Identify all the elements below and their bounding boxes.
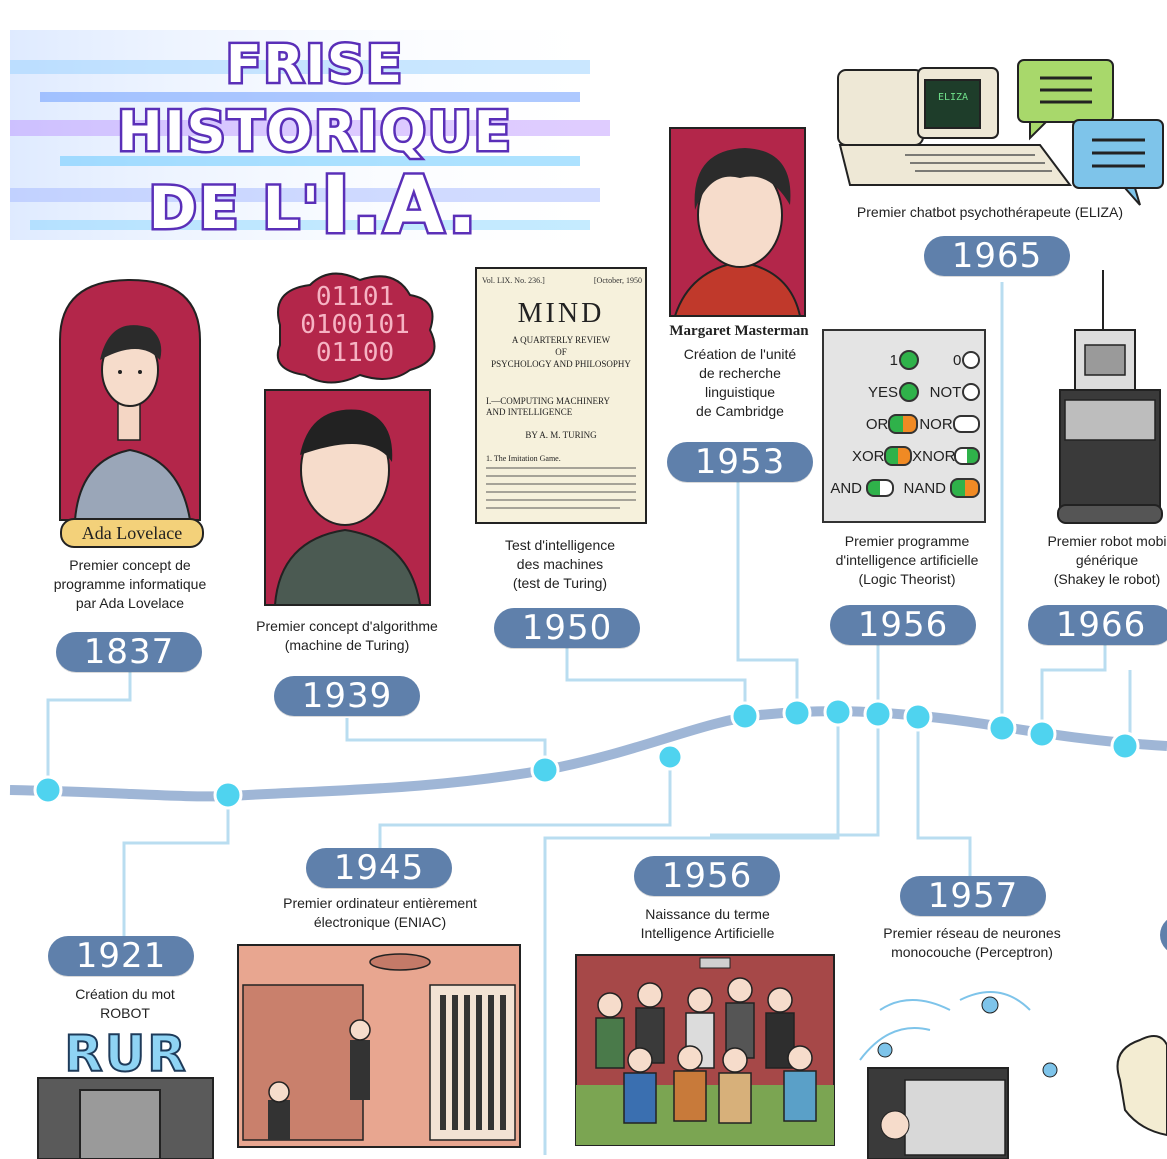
rur-logo: RUR — [63, 1025, 188, 1083]
binary-line: 01101 — [315, 282, 395, 312]
paper-text-lines — [486, 467, 636, 509]
mind-paper — [475, 267, 647, 524]
caption-1945: Premier ordinateur entièrement électroni… — [283, 895, 477, 930]
gate-on-icon — [898, 350, 919, 370]
caption-1950: Test d'intelligence des machines (test d… — [504, 537, 616, 591]
eliza-screen-text: ELIZA — [937, 92, 969, 103]
title-line-2: HISTORIQUE — [117, 100, 512, 163]
logic-label: NOT — [929, 383, 962, 401]
title-line-3b: I.A. — [321, 161, 479, 251]
year-pill-1837: 1837 — [56, 632, 202, 672]
year-pill-1953: 1953 — [667, 442, 813, 482]
logic-row: AND NAND — [828, 472, 980, 504]
logic-label: XNOR — [912, 447, 956, 465]
year-pill-1966: 1966 — [1028, 605, 1167, 645]
timeline-nodes — [33, 697, 1140, 810]
caption-1957: Premier réseau de neurones monocouche (P… — [883, 925, 1061, 960]
caption-1956-term: Naissance du terme Intelligence Artifici… — [640, 906, 775, 941]
gate-on-icon — [898, 382, 919, 402]
ada-lovelace-illustration — [59, 278, 201, 521]
paper-date: [October, 1950 — [593, 276, 642, 285]
logic-label: NAND — [903, 479, 946, 497]
mind-paper-sub: A QUARTERLY REVIEW OF PSYCHOLOGY AND PHI… — [491, 335, 631, 369]
gate-off-icon — [961, 351, 980, 369]
caption-1921: Création du mot ROBOT — [75, 986, 175, 1021]
ada-name-tag: Ada Lovelace — [60, 518, 204, 548]
logic-label: 0 — [952, 351, 962, 369]
gate-pair-icon — [866, 479, 894, 497]
gate-pair-icon — [888, 414, 918, 434]
caption-1956-logic: Premier programme d'intelligence artific… — [835, 533, 979, 587]
logic-gates-grid: 1 0 YES NOT OR NOR XOR XNOR AND NAND — [828, 344, 980, 504]
dartmouth-group-illustration — [575, 954, 835, 1146]
gate-off-icon — [961, 383, 980, 401]
shakey-robot-illustration — [1057, 270, 1163, 524]
masterman-illustration — [669, 127, 806, 317]
gate-pair-off-icon — [952, 415, 980, 433]
mind-paper-author: BY A. M. TURING — [525, 430, 597, 440]
gate-pair-icon — [884, 446, 913, 466]
binary-cloud-text: 01101 0100101 01100 — [280, 283, 430, 367]
logic-label: AND — [830, 479, 862, 497]
title-line-3a: DE L' — [149, 174, 322, 242]
title-graphic: FRISE HISTORIQUE DE L' I.A. — [115, 33, 513, 254]
gate-pair-icon — [950, 478, 980, 498]
logic-label: YES — [867, 383, 898, 401]
year-pill-partial — [1160, 915, 1167, 955]
logic-row: XOR XNOR — [828, 440, 980, 472]
mind-paper-section: 1. The Imitation Game. — [486, 454, 561, 463]
binary-line: 0100101 — [300, 310, 410, 340]
year-pill-1950: 1950 — [494, 608, 640, 648]
logic-row: YES NOT — [828, 376, 980, 408]
title-line-1: FRISE — [226, 35, 404, 95]
binary-line: 01100 — [315, 338, 395, 368]
year-pill-1939: 1939 — [274, 676, 420, 716]
gate-pair-icon — [954, 447, 980, 465]
year-pill-1965: 1965 — [924, 236, 1070, 276]
logic-label: XOR — [851, 447, 885, 465]
year-pill-1957: 1957 — [900, 876, 1046, 916]
masterman-name: Margaret Masterman — [669, 323, 809, 339]
caption-1953: Création de l'unité de recherche linguis… — [683, 346, 797, 419]
rur-illustration — [37, 1077, 214, 1159]
robot-hand-illustration — [1116, 1035, 1167, 1137]
caption-1965: Premier chatbot psychothérapeute (ELIZA) — [856, 204, 1124, 220]
year-pill-1956-logic: 1956 — [830, 605, 976, 645]
logic-label: 1 — [889, 351, 898, 369]
mind-paper-title: MIND — [517, 298, 605, 329]
logic-row: OR NOR — [828, 408, 980, 440]
caption-1966: Premier robot mobi générique (Shakey le … — [1047, 533, 1167, 587]
title-streaks — [10, 30, 630, 240]
logic-label: NOR — [919, 415, 953, 433]
caption-1837: Premier concept de programme informatiqu… — [53, 557, 207, 611]
logic-row: 1 0 — [828, 344, 980, 376]
year-pill-1921: 1921 — [48, 936, 194, 976]
paper-vol: Vol. LIX. No. 236.] — [482, 276, 545, 285]
mind-paper-header: Vol. LIX. No. 236.] [October, 1950 — [482, 276, 642, 285]
eniac-illustration — [237, 944, 521, 1148]
eliza-terminal-illustration — [837, 59, 1164, 206]
caption-1939: Premier concept d'algorithme (machine de… — [256, 618, 438, 653]
mind-paper-article: I.—COMPUTING MACHINERY AND INTELLIGENCE — [486, 396, 611, 417]
year-pill-1945: 1945 — [306, 848, 452, 888]
perceptron-illustration — [859, 991, 1058, 1159]
turing-illustration — [264, 272, 436, 606]
year-pill-1956-term: 1956 — [634, 856, 780, 896]
logic-label: OR — [865, 415, 889, 433]
